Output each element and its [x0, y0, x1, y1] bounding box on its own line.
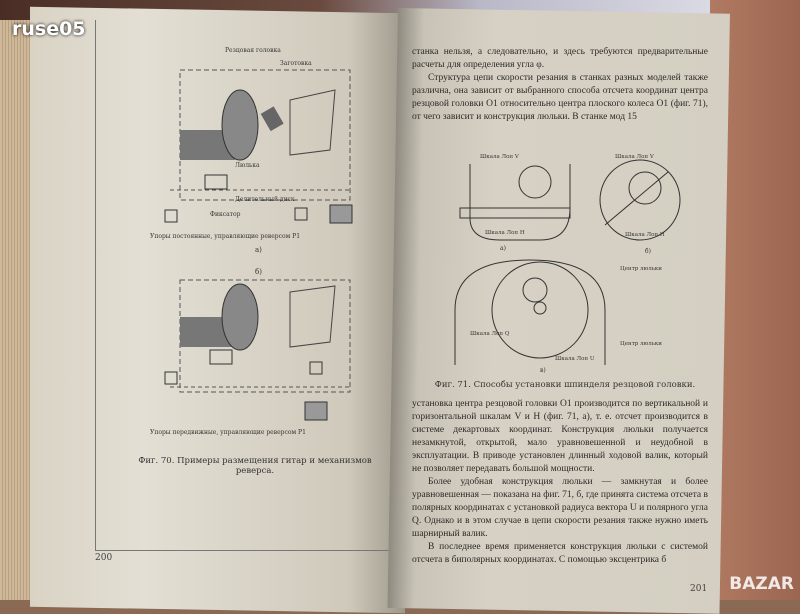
paragraph: установка центра резцовой головки O1 про…: [412, 399, 708, 474]
figure-label: Шкала Лоп H: [485, 230, 525, 236]
figure-label: Фиксатор: [210, 211, 241, 218]
figure-label: Заготовка: [280, 60, 312, 67]
figure-label: Упоры постоянные, управляющие реверсом Р…: [150, 233, 300, 240]
sub-label: а): [500, 245, 506, 252]
sub-label: б): [645, 248, 651, 255]
caption-line: Фиг. 70. Примеры размещения гитар и меха…: [138, 456, 372, 466]
page-number-right: 201: [690, 584, 708, 594]
sub-label: в): [540, 367, 546, 374]
figure-label: Шкала Лоп V: [480, 154, 520, 160]
figure-label: Центр люльки: [620, 341, 662, 347]
logo: BAZAR: [729, 574, 794, 594]
paragraph: Более удобная конструкция люльки — замкн…: [412, 477, 708, 539]
paragraph: станка нельзя, а следовательно, и здесь …: [412, 47, 708, 70]
figure-label: Люлька: [235, 162, 260, 169]
figure-70b: Упоры передвижные, управляющие реверсом …: [150, 268, 351, 436]
figure-label: Центр люльки: [620, 266, 662, 272]
watermark: ruse05: [12, 18, 86, 40]
figure-71: Шкала Лоп V Шкала Лоп V Шкала Лоп H Шкал…: [454, 154, 681, 374]
paragraph: В последнее время применяется конструкци…: [412, 542, 708, 565]
figure-label: Шкала Лоп H: [625, 232, 665, 238]
paragraph: Структура цепи скорости резания в станка…: [412, 73, 708, 122]
sub-label: б): [255, 268, 262, 276]
sub-label: а): [255, 246, 262, 254]
figure-label: Шкала Лоп U: [555, 356, 595, 362]
figure-label: Упоры передвижные, управляющие реверсом …: [150, 429, 306, 436]
figure-label: Делительный диск: [235, 196, 295, 203]
caption-line: реверса.: [235, 466, 275, 476]
figure-label: Резцовая головка: [225, 47, 281, 54]
figure-70-caption: Фиг. 70. Примеры размещения гитар и меха…: [130, 456, 380, 476]
figure-label: Шкала Лоп Q: [470, 331, 510, 337]
right-page-text-top: станка нельзя, а следовательно, и здесь …: [412, 46, 708, 124]
figure-frame: [95, 20, 396, 551]
right-page-text-bottom: установка центра резцовой головки O1 про…: [412, 398, 708, 567]
page-number-left: 200: [95, 553, 113, 563]
figure-70a: Резцовая головка Заготовка Люлька Делите…: [150, 47, 353, 254]
figure-71-caption: Фиг. 71. Способы установки шпинделя резц…: [434, 380, 696, 390]
figure-label: Шкала Лоп V: [615, 154, 655, 160]
